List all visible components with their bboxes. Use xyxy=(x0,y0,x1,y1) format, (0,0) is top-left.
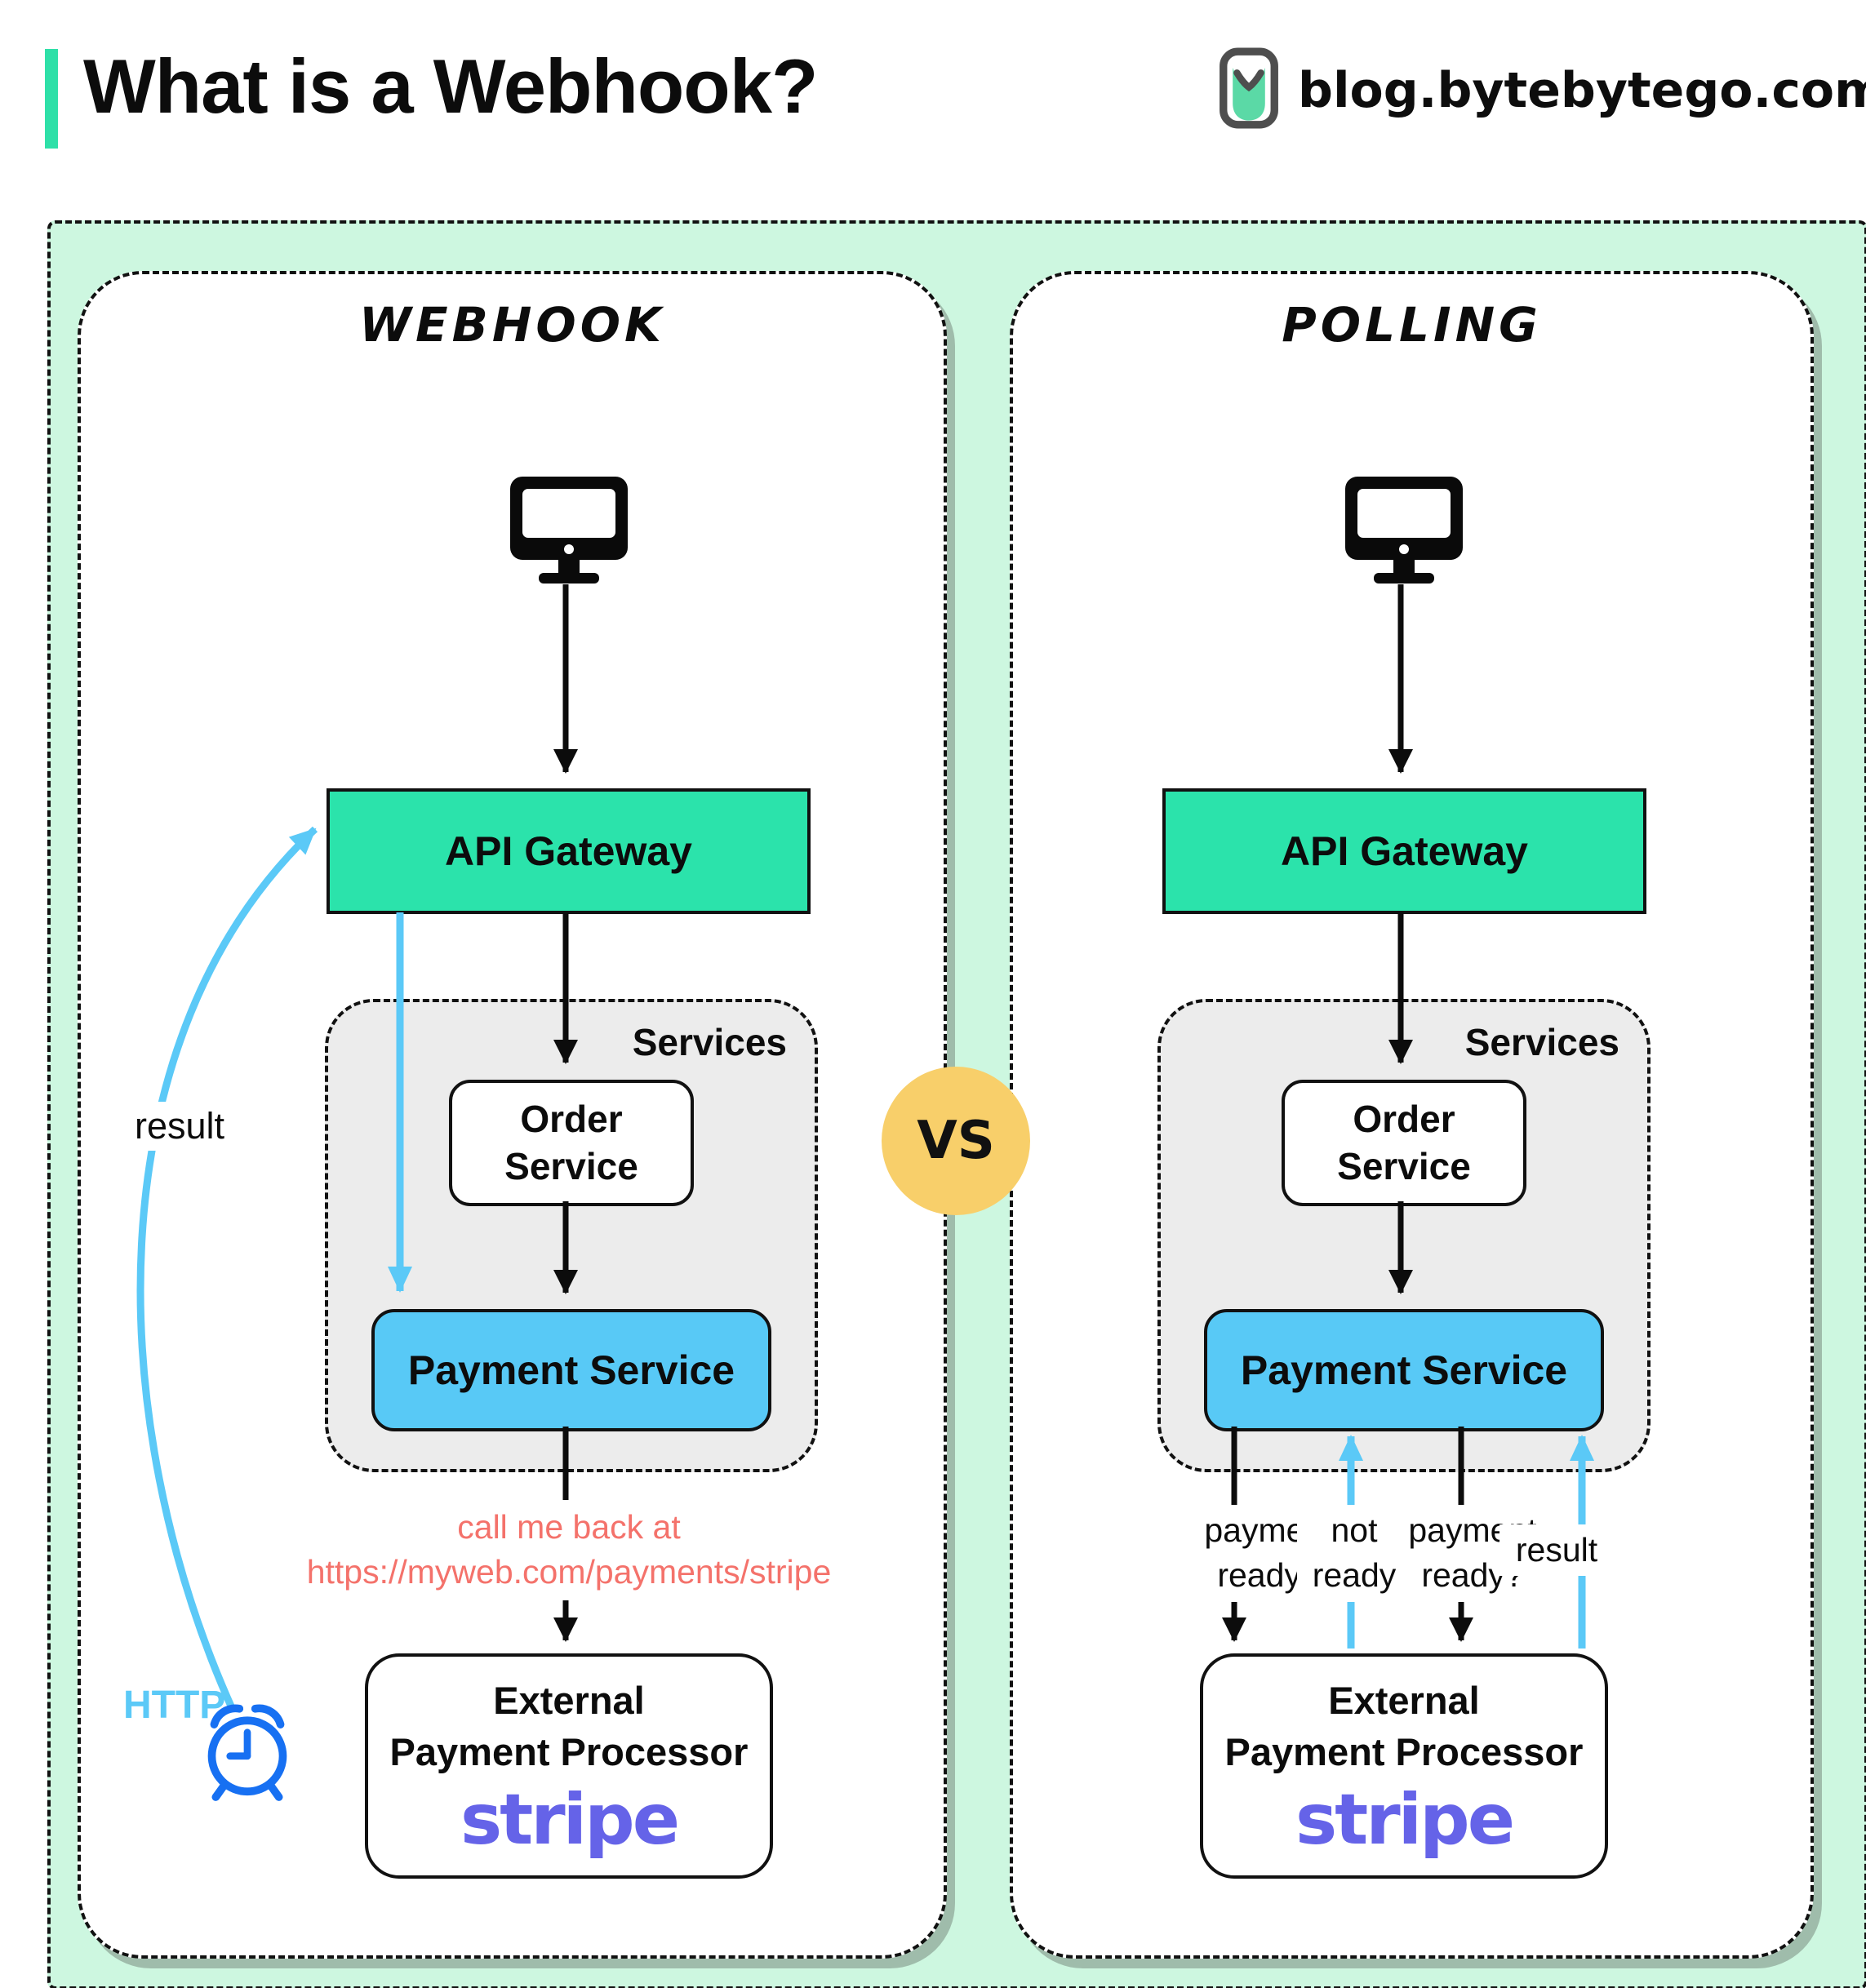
stripe-logo: stripe xyxy=(460,1778,680,1861)
payment-label: Payment Service xyxy=(407,1347,735,1393)
alarm-clock-icon xyxy=(200,1699,295,1802)
polling-panel-title: Polling xyxy=(1282,297,1542,353)
stripe-logo: stripe xyxy=(1295,1778,1515,1861)
polling-api-gateway-node: API Gateway xyxy=(1162,788,1646,914)
polling-label-result: result xyxy=(1499,1524,1614,1577)
polling-services-label: Services xyxy=(1464,1021,1619,1063)
polling-api-gateway-label: API Gateway xyxy=(1281,828,1528,874)
vs-badge: VS xyxy=(882,1067,1030,1215)
polling-services-group: Services Order Service Payment Service xyxy=(1157,999,1651,1472)
order-label-line2: Service xyxy=(1337,1144,1471,1187)
callback-line2: https://myweb.com/payments/stripe xyxy=(306,1553,832,1591)
callback-line1: call me back at xyxy=(457,1508,681,1546)
webhook-panel-title: Webhook xyxy=(359,297,665,353)
title-accent-bar xyxy=(45,49,58,149)
external-line1: External xyxy=(1328,1679,1480,1723)
label-line: not xyxy=(1331,1511,1378,1549)
label-line: ready xyxy=(1312,1556,1397,1595)
order-label-line1: Order xyxy=(1353,1098,1455,1140)
webhook-result-label: result xyxy=(110,1102,249,1151)
external-line2: Payment Processor xyxy=(1224,1730,1584,1773)
webhook-api-gateway-label: API Gateway xyxy=(445,828,692,874)
client-monitor-icon xyxy=(504,475,634,589)
order-label-line2: Service xyxy=(504,1144,638,1187)
external-line2: Payment Processor xyxy=(389,1730,749,1773)
http-label: HTTP xyxy=(123,1684,226,1727)
webhook-payment-service-node: Payment Service xyxy=(371,1309,771,1431)
polling-order-service-node: Order Service xyxy=(1282,1080,1526,1206)
vs-label: VS xyxy=(917,1111,995,1171)
webhook-api-gateway-node: API Gateway xyxy=(327,788,811,914)
bytebytego-logo-icon xyxy=(1218,47,1280,133)
webhook-external-processor-node: External Payment Processor stripe xyxy=(365,1653,773,1879)
brand: blog.bytebytego.com xyxy=(1218,47,1866,133)
polling-payment-service-node: Payment Service xyxy=(1204,1309,1604,1431)
webhook-services-group: Services Order Service Payment Service xyxy=(325,999,818,1472)
webhook-services-label: Services xyxy=(632,1021,787,1063)
polling-label-not-ready: not ready xyxy=(1297,1505,1411,1602)
payment-label: Payment Service xyxy=(1240,1347,1568,1393)
webhook-order-service-node: Order Service xyxy=(449,1080,694,1206)
page-title: What is a Webhook? xyxy=(83,43,818,129)
webhook-callback-url-label: call me back at https://myweb.com/paymen… xyxy=(300,1500,838,1600)
order-label-line1: Order xyxy=(520,1098,623,1140)
client-monitor-icon xyxy=(1339,475,1469,589)
webhook-panel: Webhook API Gateway Services Order Servi… xyxy=(78,271,947,1959)
brand-site-text: blog.bytebytego.com xyxy=(1298,61,1866,119)
polling-external-processor-node: External Payment Processor stripe xyxy=(1200,1653,1608,1879)
polling-panel: Polling API Gateway Services Order Servi… xyxy=(1010,271,1814,1959)
external-line1: External xyxy=(493,1679,645,1723)
